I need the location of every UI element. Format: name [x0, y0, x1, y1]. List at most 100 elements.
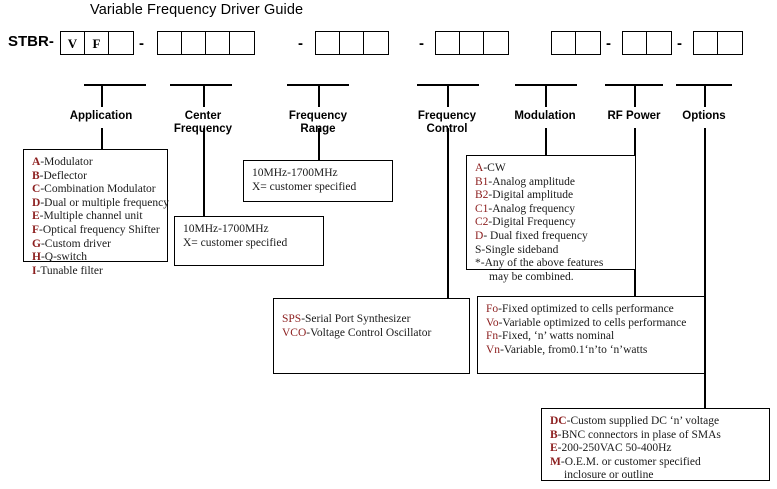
option-key: Fo: [486, 303, 499, 315]
pn-cell[interactable]: [436, 32, 460, 54]
option-key: D: [475, 229, 484, 242]
pn-group-options-b[interactable]: [693, 31, 743, 55]
option-line: S-Single sideband: [475, 244, 627, 258]
column-heading-line2: Frequency: [153, 123, 253, 136]
column-heading-options: Options: [682, 110, 726, 122]
frequency-range-box: 10MHz-1700MHz X= customer specified: [243, 160, 393, 202]
column-heading-frequency-control: Frequency Control: [397, 110, 497, 136]
pn-cell[interactable]: [364, 32, 388, 54]
option-line: B-BNC connectors in plase of SMAs: [550, 429, 761, 443]
rf-power-options-box: Fo-Fixed optimized to cells performance …: [477, 296, 705, 374]
pn-separator: -: [298, 35, 303, 52]
option-text: -200-250VAC 50-400Hz: [557, 442, 672, 455]
option-text: -Custom driver: [40, 237, 111, 250]
bracket-center-frequency: [170, 84, 232, 86]
option-text: -Digital Frequency: [488, 216, 576, 229]
option-key: C: [32, 183, 41, 196]
part-number-prefix: STBR-: [8, 33, 54, 50]
column-heading-rf-power: RF Power: [607, 110, 661, 122]
bracket-stem-frequency-range: [318, 84, 320, 107]
column-heading-line1: Frequency: [288, 110, 348, 122]
option-line: C2-Digital Frequency: [475, 216, 627, 230]
option-key: Fn: [486, 330, 499, 343]
option-text: -Variable, from0.1‘n’to ‘n’watts: [500, 343, 648, 356]
option-text: -Serial Port Synthesizer: [301, 313, 411, 325]
option-key: A: [475, 162, 484, 174]
pn-cell[interactable]: [718, 32, 742, 54]
bracket-stem-center-frequency: [203, 84, 205, 107]
option-text: -Q-switch: [40, 251, 87, 264]
option-text: -Modulator: [40, 156, 93, 168]
application-options-box: A-Modulator B-Deflector C-Combination Mo…: [23, 149, 169, 277]
option-line: B-Deflector: [32, 170, 159, 184]
option-text: -BNC connectors in plase of SMAs: [557, 428, 721, 441]
pn-cell[interactable]: [109, 32, 133, 54]
bracket-application: [84, 84, 146, 86]
bracket-stem-rf-power: [634, 84, 636, 107]
option-key: Vo: [486, 316, 499, 329]
option-text: -Dual or multiple frequency: [40, 196, 170, 209]
pn-cell[interactable]: [576, 32, 600, 54]
option-key: SPS: [282, 313, 302, 325]
center-line-2: X= customer specified: [183, 236, 288, 249]
option-text: - Dual fixed frequency: [483, 229, 588, 242]
center-line-1: 10MHz-1700MHz: [183, 223, 269, 235]
option-key: A: [32, 156, 41, 168]
option-line: A-CW: [475, 162, 627, 176]
option-line: D-Dual or multiple frequency: [32, 197, 169, 211]
option-text: -Multiple channel unit: [39, 210, 143, 223]
range-line-1: 10MHz-1700MHz: [252, 167, 338, 179]
pn-group-modulation[interactable]: [435, 31, 509, 55]
pn-cell[interactable]: [206, 32, 230, 54]
pn-group-rf-power[interactable]: [551, 31, 601, 55]
option-key: DC: [550, 415, 567, 427]
option-text: -Fixed, ‘n’ watts nominal: [498, 330, 615, 343]
bracket-stem-options: [704, 84, 706, 107]
pn-cell[interactable]: [340, 32, 364, 54]
pn-cell[interactable]: F: [85, 32, 109, 54]
option-line-continuation: may be combined.: [489, 270, 574, 283]
pn-cell[interactable]: [460, 32, 484, 54]
pn-cell[interactable]: [182, 32, 206, 54]
pn-group-application[interactable]: V F: [60, 31, 134, 55]
range-line-2: X= customer specified: [252, 180, 357, 193]
pn-group-frequency-control[interactable]: [315, 31, 389, 55]
option-text: -O.E.M. or customer specified: [560, 455, 701, 468]
option-line: G-Custom driver: [32, 238, 159, 252]
option-line: VCO-Voltage Control Oscillator: [282, 327, 461, 341]
pn-cell[interactable]: [694, 32, 718, 54]
pn-cell[interactable]: [623, 32, 647, 54]
option-line: I-Tunable filter: [32, 265, 159, 279]
option-text: -Optical frequency Shifter: [39, 223, 160, 236]
pn-cell[interactable]: [552, 32, 576, 54]
option-line: A-Modulator: [32, 156, 159, 170]
pn-group-frequency[interactable]: [157, 31, 255, 55]
option-line: E-200-250VAC 50-400Hz: [550, 442, 761, 456]
pn-separator: -: [419, 35, 424, 52]
option-key: I: [32, 264, 37, 277]
option-key: VCO: [282, 326, 307, 339]
pn-cell[interactable]: [158, 32, 182, 54]
pn-cell[interactable]: [647, 32, 671, 54]
column-heading-line1: Center: [184, 110, 222, 122]
connector-frequency-range-stem: [318, 128, 320, 160]
option-line: B1-Analog amplitude: [475, 176, 627, 190]
bracket-stem-frequency-control: [447, 84, 449, 107]
option-line: Vo-Variable optimized to cells performan…: [486, 317, 696, 331]
pn-cell[interactable]: [230, 32, 254, 54]
pn-cell[interactable]: [316, 32, 340, 54]
option-key: H: [32, 251, 41, 264]
pn-group-options-a[interactable]: [622, 31, 672, 55]
option-line: M-O.E.M. or customer specified: [550, 456, 761, 470]
column-heading-line1: Frequency: [417, 110, 477, 122]
pn-cell[interactable]: [484, 32, 508, 54]
bracket-stem-application: [101, 84, 103, 107]
option-line: Fn-Fixed, ‘n’ watts nominal: [486, 330, 696, 344]
option-line: C1-Analog frequency: [475, 203, 627, 217]
option-key: *: [475, 257, 481, 270]
options-box: DC-Custom supplied DC ‘n’ voltage B-BNC …: [541, 408, 770, 481]
pn-cell[interactable]: V: [61, 32, 85, 54]
modulation-options-box: A-CW B1-Analog amplitude B2-Digital ampl…: [466, 155, 636, 283]
option-text: -Fixed optimized to cells performance: [498, 303, 674, 315]
